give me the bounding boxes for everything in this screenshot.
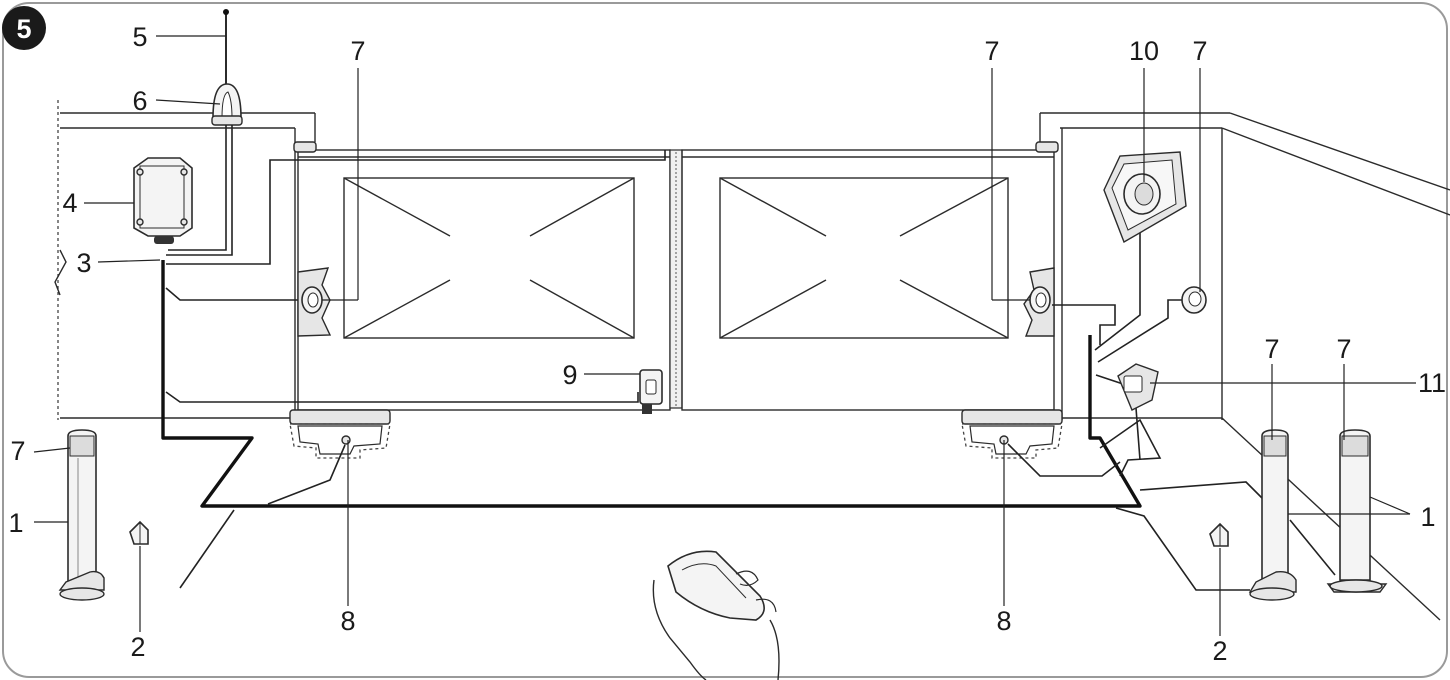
right-hinge: [1035, 141, 1059, 153]
wall-keypad: [1117, 363, 1159, 411]
left-wiring: [165, 125, 666, 403]
key-selector: [639, 369, 663, 414]
figure-number-badge: 5: [2, 6, 46, 50]
left-mechanical-stop: [129, 520, 149, 545]
right-wall-light: [1103, 151, 1187, 244]
antenna: [223, 9, 229, 92]
callout-2-left: 2: [130, 632, 145, 662]
leader-lines: [33, 35, 1416, 636]
right-post-photocell-a: [1248, 429, 1297, 601]
callout-7-far-right: 7: [1192, 36, 1207, 66]
callout-7-left-post: 7: [10, 436, 25, 466]
callout-7-right-pillar: 7: [984, 36, 999, 66]
left-post-photocell: [58, 429, 105, 601]
callout-labels: 5 6 4 3 7 7 10 7 9 11 7 7 7 1 1 8 8 2 2: [8, 22, 1446, 666]
control-unit: [133, 157, 193, 244]
callout-9: 9: [562, 360, 577, 390]
callout-1-left: 1: [8, 508, 23, 538]
callout-7-left-pillar: 7: [350, 36, 365, 66]
right-pillar-photocell: [1023, 267, 1055, 337]
left-wall: [54, 100, 316, 420]
gate-center-post: [669, 149, 683, 409]
callout-7-post-a: 7: [1264, 334, 1279, 364]
callout-5: 5: [132, 22, 147, 52]
callout-2-right: 2: [1212, 636, 1227, 666]
callout-6: 6: [132, 86, 147, 116]
callout-11: 11: [1418, 368, 1446, 398]
wall-round-photocell: [1181, 286, 1207, 314]
right-post-wire-a: [1139, 481, 1271, 507]
callout-7-post-b: 7: [1336, 334, 1351, 364]
figure-number: 5: [16, 14, 31, 44]
right-mechanical-stop: [1209, 522, 1229, 547]
left-motor-wire: [267, 444, 346, 505]
right-gear-motor: [961, 409, 1063, 459]
left-gear-motor: [289, 409, 391, 459]
left-post-wire: [179, 509, 235, 589]
right-wiring: [1052, 205, 1188, 477]
callout-3: 3: [76, 248, 91, 278]
right-wall: [1039, 112, 1450, 621]
remote-control-in-hand: [652, 550, 780, 680]
callout-8-left: 8: [340, 606, 355, 636]
left-pillar-photocell: [297, 267, 332, 337]
callout-1-right: 1: [1420, 502, 1435, 532]
right-post-wire-c: [1289, 519, 1336, 576]
right-post-photocell-b: [1326, 429, 1388, 593]
right-motor-wire: [1007, 443, 1121, 477]
right-post-wire-b: [1115, 507, 1250, 591]
left-hinge: [293, 141, 317, 153]
left-gate-leaf: [297, 149, 671, 411]
flashing-light: [211, 83, 243, 126]
callout-10: 10: [1129, 36, 1159, 66]
right-gate-leaf: [681, 149, 1055, 411]
main-cable-trench: [161, 260, 1142, 508]
callout-8-right: 8: [996, 606, 1011, 636]
callout-4: 4: [62, 188, 77, 218]
